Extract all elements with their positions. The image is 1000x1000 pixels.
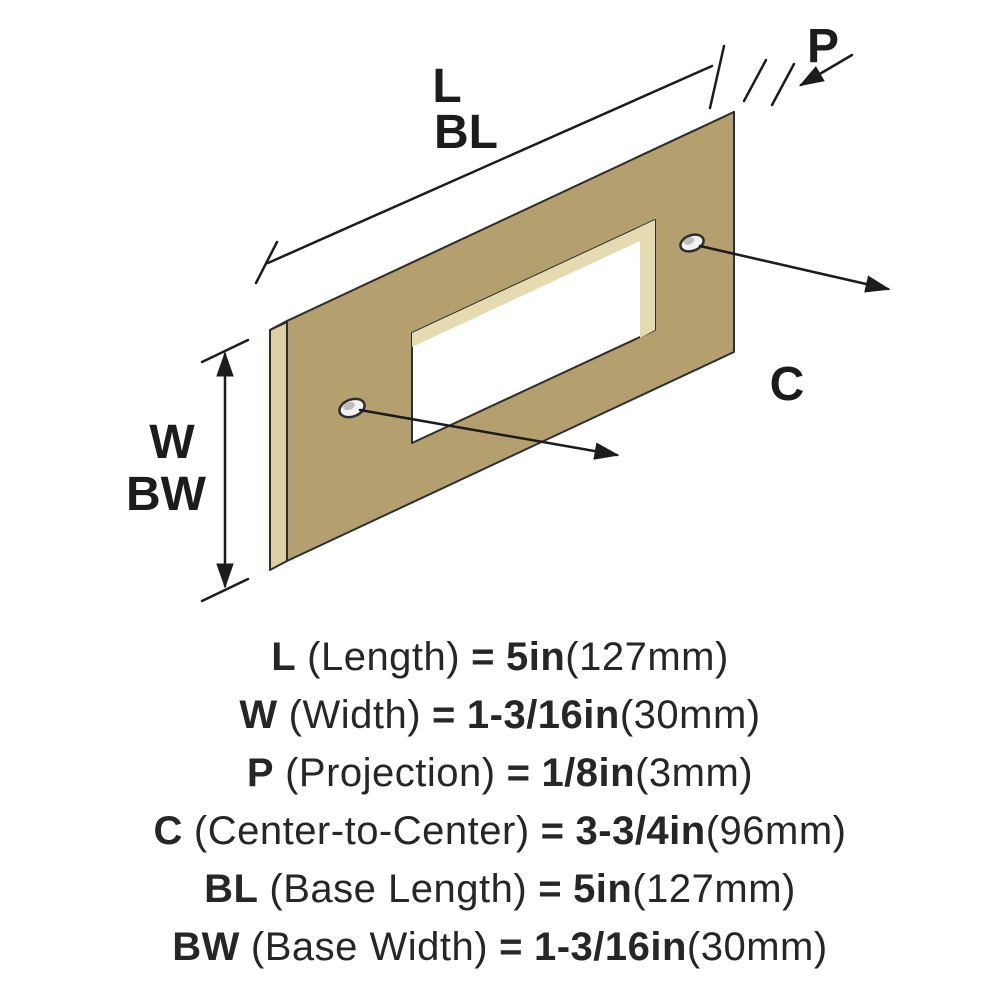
diagram-area: L BL P W BW C <box>126 20 891 603</box>
screw-hole-right-shade <box>683 237 695 245</box>
legend-equals: = <box>538 866 563 911</box>
screw-holes <box>338 233 705 419</box>
legend-equals: = <box>499 924 523 969</box>
cutout-bevel-right <box>640 220 655 338</box>
dimension-lines <box>200 44 891 603</box>
screw-hole-left-shade <box>343 401 355 411</box>
legend-symbol: L <box>271 634 297 679</box>
legend-symbol: P <box>246 750 275 795</box>
legend-row-width: W (Width) = 1-3/16in(30mm) <box>239 686 760 744</box>
legend-symbol: W <box>239 692 278 737</box>
legend-equals: = <box>471 634 495 679</box>
dimension-legend: L (Length) = 5in(127mm) W (Width) = 1-3/… <box>0 628 1000 976</box>
label-width: W <box>149 416 195 469</box>
legend-name: (Base Length) <box>269 866 528 911</box>
legend-equals: = <box>506 750 531 795</box>
legend-value-metric: (3mm) <box>635 750 754 795</box>
label-base-width: BW <box>126 468 207 521</box>
legend-value-imperial: 5in <box>505 634 566 679</box>
legend-symbol: C <box>153 808 183 853</box>
legend-value-imperial: 3-3/4in <box>575 808 706 853</box>
label-base-length: BL <box>434 106 498 159</box>
legend-equals: = <box>432 692 456 737</box>
label-length: L <box>432 60 461 113</box>
legend-value-metric: (127mm) <box>565 634 729 679</box>
dim-tick-projection-1 <box>742 58 768 103</box>
legend-symbol: BL <box>204 866 259 911</box>
dim-arrow-projection <box>798 53 854 87</box>
dim-tick-length-left <box>254 240 279 285</box>
legend-row-projection: P (Projection) = 1/8in(3mm) <box>247 744 753 802</box>
legend-value-metric: (30mm) <box>686 924 828 969</box>
dim-tick-length-right <box>708 44 726 110</box>
legend-equals: = <box>540 808 565 853</box>
legend-value-metric: (127mm) <box>632 866 796 911</box>
legend-value-imperial: 5in <box>573 866 633 911</box>
dim-line-center-right <box>698 244 891 293</box>
backplate <box>269 111 735 571</box>
legend-value-imperial: 1-3/16in <box>466 692 620 737</box>
legend-value-metric: (30mm) <box>619 692 761 737</box>
dim-line-center-left <box>358 408 620 460</box>
label-center-to-center: C <box>770 358 805 411</box>
legend-name: (Center-to-Center) <box>193 808 530 853</box>
dimension-diagram-svg: L BL P W BW C <box>126 20 891 603</box>
legend-name: (Base Width) <box>250 924 489 969</box>
legend-value-imperial: 1-3/16in <box>533 924 687 969</box>
dim-tick-width-bottom <box>200 577 250 603</box>
legend-value-imperial: 1/8in <box>541 750 636 795</box>
legend-symbol: BW <box>172 924 240 969</box>
legend-name: (Length) <box>307 634 461 679</box>
legend-name: (Projection) <box>285 750 496 795</box>
dim-tick-projection-2 <box>770 62 796 107</box>
plate-left-edge <box>269 320 288 571</box>
dim-line-length <box>266 64 714 265</box>
dim-tick-width-top <box>200 338 250 364</box>
label-projection: P <box>807 20 839 73</box>
legend-name: (Width) <box>288 692 422 737</box>
dimension-labels: L BL P W BW C <box>126 20 839 521</box>
legend-row-length: L (Length) = 5in(127mm) <box>271 628 729 686</box>
legend-row-base-width: BW (Base Width) = 1-3/16in(30mm) <box>172 918 827 976</box>
legend-value-metric: (96mm) <box>705 808 847 853</box>
legend-row-base-length: BL (Base Length) = 5in(127mm) <box>204 860 796 918</box>
cutout-bevel-top <box>412 220 655 347</box>
legend-row-center-to-center: C (Center-to-Center) = 3-3/4in(96mm) <box>153 802 846 860</box>
